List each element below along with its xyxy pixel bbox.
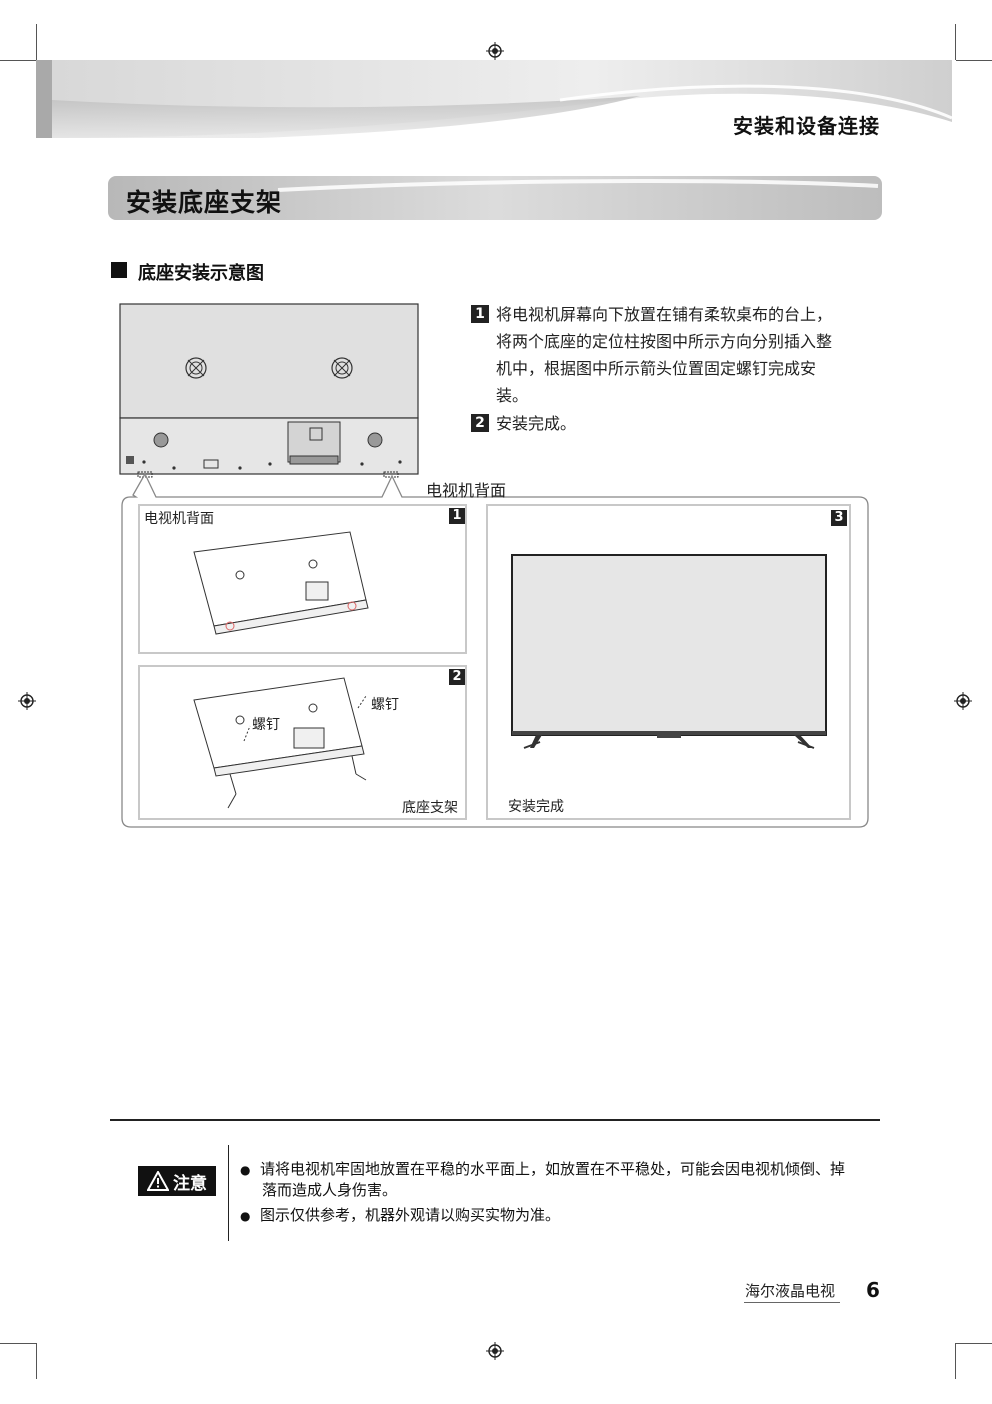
panel-number-badge: 2 bbox=[449, 669, 465, 685]
caution-divider bbox=[228, 1145, 229, 1241]
section-banner bbox=[108, 176, 882, 220]
panel-number-badge: 1 bbox=[449, 508, 465, 524]
tv-back-caption: 电视机背面 bbox=[426, 481, 507, 500]
panel3-label: 安装完成 bbox=[508, 799, 564, 815]
crop-mark bbox=[956, 60, 992, 61]
crop-mark bbox=[955, 24, 956, 60]
panel1-label: 电视机背面 bbox=[144, 511, 214, 527]
caution-note-line: 请将电视机牢固地放置在平稳的水平面上，如放置在不平稳处，可能会因电视机倾倒、掉 bbox=[260, 1160, 846, 1178]
screw-label-right: 螺钉 bbox=[371, 697, 399, 713]
chapter-title: 安装和设备连接 bbox=[733, 114, 880, 138]
registration-mark-icon bbox=[954, 692, 972, 710]
bullet-icon: ● bbox=[240, 1209, 251, 1223]
registration-mark-icon bbox=[18, 692, 36, 710]
crop-mark bbox=[0, 60, 36, 61]
subsection-marker bbox=[111, 262, 127, 278]
caution-label: 注意 bbox=[173, 1173, 207, 1194]
step-text-line: 将两个底座的定位柱按图中所示方向分别插入整 bbox=[496, 332, 833, 351]
caution-badge: 注意 bbox=[138, 1166, 216, 1196]
crop-mark bbox=[36, 24, 37, 60]
section-title: 安装底座支架 bbox=[126, 188, 283, 217]
registration-mark-icon bbox=[486, 1342, 504, 1360]
step-text-line: 安装完成。 bbox=[496, 414, 577, 433]
panel3-tv-illustration bbox=[511, 554, 827, 749]
panel1-tv-illustration bbox=[193, 531, 369, 635]
crop-mark bbox=[36, 1343, 37, 1379]
crop-mark bbox=[955, 1343, 956, 1379]
caution-note-line: 图示仅供参考，机器外观请以购买实物为准。 bbox=[260, 1206, 561, 1224]
step-text-line: 将电视机屏幕向下放置在铺有柔软桌布的台上， bbox=[496, 305, 833, 324]
stand-label: 底座支架 bbox=[402, 800, 458, 816]
footer-underline bbox=[744, 1302, 840, 1303]
crop-mark bbox=[0, 1343, 36, 1344]
registration-mark-icon bbox=[486, 42, 504, 60]
page-number: 6 bbox=[866, 1278, 880, 1302]
subsection-title: 底座安装示意图 bbox=[138, 263, 264, 284]
step-number-badge: 1 bbox=[471, 305, 489, 323]
step-text-line: 机中，根据图中所示箭头位置固定螺钉完成安 bbox=[496, 359, 817, 378]
caution-note-line: 落而造成人身伤害。 bbox=[262, 1181, 398, 1199]
panel-number-badge: 3 bbox=[831, 510, 847, 526]
section-divider bbox=[110, 1119, 880, 1121]
step-text-line: 装。 bbox=[496, 386, 529, 405]
step-number-badge: 2 bbox=[471, 414, 489, 432]
screw-label-left: 螺钉 bbox=[252, 717, 280, 733]
bullet-icon: ● bbox=[240, 1163, 251, 1177]
panel2-tv-illustration bbox=[193, 677, 367, 809]
crop-mark bbox=[956, 1343, 992, 1344]
tv-back-illustration bbox=[119, 303, 419, 478]
footer-brand: 海尔液晶电视 bbox=[745, 1282, 836, 1300]
stand-installation-diagram bbox=[119, 303, 869, 828]
warning-triangle-icon bbox=[147, 1171, 169, 1191]
header-band bbox=[36, 60, 953, 138]
